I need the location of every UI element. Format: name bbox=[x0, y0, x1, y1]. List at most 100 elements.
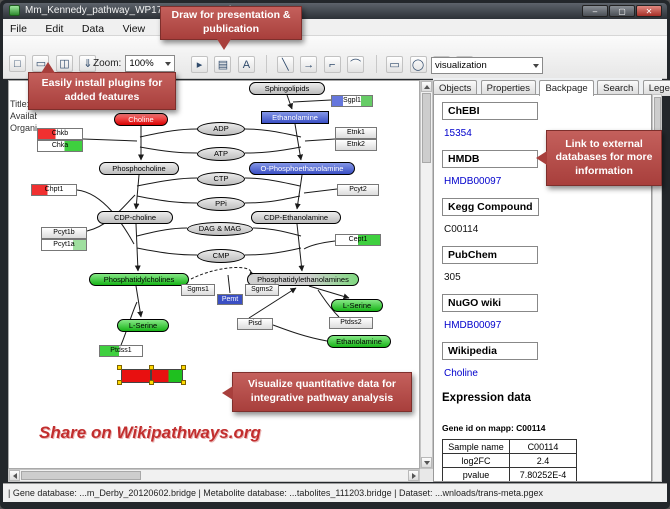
backpage-link-wikipedia[interactable]: Choline bbox=[444, 368, 478, 379]
callout-draw: Draw for presentation & publication bbox=[160, 6, 302, 50]
menu-data[interactable]: Data bbox=[81, 23, 105, 35]
backpage-value-pubchem: 305 bbox=[444, 272, 461, 283]
node-sphingolipids[interactable]: Sphingolipids bbox=[249, 82, 325, 95]
node-adp[interactable]: ADP bbox=[197, 122, 245, 136]
menu-file[interactable]: File bbox=[10, 23, 27, 35]
node-o-phosphoethanolamine[interactable]: O-Phosphoethanolamine bbox=[249, 162, 355, 175]
gene-id-line: Gene id on mapp: C00114 bbox=[442, 423, 546, 433]
rect-tool-icon[interactable]: ▭ bbox=[386, 55, 404, 73]
backpage-link-hmdb[interactable]: HMDB00097 bbox=[444, 176, 502, 187]
selection-handle[interactable] bbox=[149, 380, 154, 385]
close-button-icon[interactable]: ✕ bbox=[636, 5, 662, 17]
node-cdp-ethanolamine[interactable]: CDP-Ethanolamine bbox=[251, 211, 341, 224]
app-icon bbox=[9, 5, 20, 16]
gene-pcyt1a[interactable]: Pcyt1a bbox=[41, 239, 87, 251]
gene-ptdss1[interactable]: Ptdss1 bbox=[99, 345, 143, 357]
line-tool-icon[interactable]: ╲ bbox=[276, 55, 294, 73]
node-atp[interactable]: ATP bbox=[197, 147, 245, 161]
import-icon[interactable]: ⇓ bbox=[79, 55, 97, 73]
datanode-tool-icon[interactable]: ▤ bbox=[214, 55, 232, 73]
callout-pointer-icon bbox=[222, 386, 233, 400]
canvas-vertical-scrollbar[interactable] bbox=[420, 80, 433, 469]
title-bar: Mm_Kennedy_pathway_WP1771_45176.gpml – ▢… bbox=[3, 3, 667, 19]
scrollbar-thumb[interactable] bbox=[21, 471, 141, 480]
node-cdp-choline[interactable]: CDP-choline bbox=[97, 211, 173, 224]
node-phosphatidylcholines[interactable]: Phosphatidylcholines bbox=[89, 273, 189, 286]
tab-backpage[interactable]: Backpage bbox=[539, 80, 594, 96]
node-phosphocholine[interactable]: Phosphocholine bbox=[99, 162, 179, 175]
table-cell: Sample name bbox=[442, 439, 510, 454]
select-tool-icon[interactable]: ▸ bbox=[191, 55, 208, 73]
canvas-title-label: Title: bbox=[10, 99, 30, 109]
gene-pisd[interactable]: Pisd bbox=[237, 318, 273, 330]
ellipse-tool-icon[interactable]: ◯ bbox=[409, 55, 427, 73]
node-l-serine-left[interactable]: L-Serine bbox=[117, 319, 169, 332]
backpage-header-hmdb: HMDB bbox=[442, 150, 538, 168]
zoom-combobox[interactable]: 100% bbox=[125, 55, 176, 72]
curve-tool-icon[interactable]: ⌒ bbox=[347, 55, 365, 73]
share-annotation: Share on Wikipathways.org bbox=[39, 423, 261, 442]
maximize-button-icon[interactable]: ▢ bbox=[609, 5, 635, 17]
elbow-tool-icon[interactable]: ⌐ bbox=[323, 55, 341, 73]
scrollbar-thumb[interactable] bbox=[422, 93, 431, 163]
callout-pointer-icon bbox=[41, 62, 55, 73]
node-dag-mag[interactable]: DAG & MAG bbox=[187, 222, 253, 236]
backpage-value-kegg: C00114 bbox=[444, 224, 479, 235]
menu-bar: File Edit Data View Plugins Help bbox=[3, 19, 667, 36]
selection-handle[interactable] bbox=[117, 365, 122, 370]
canvas-horizontal-scrollbar[interactable] bbox=[8, 469, 420, 482]
scroll-left-icon[interactable] bbox=[12, 473, 17, 479]
gene-etnk1[interactable]: Etnk1 bbox=[335, 127, 377, 139]
save-file-icon[interactable]: ◫ bbox=[55, 55, 73, 73]
new-file-icon[interactable]: □ bbox=[9, 55, 26, 73]
selected-data-node[interactable] bbox=[121, 369, 151, 383]
arrow-tool-icon[interactable]: → bbox=[300, 55, 318, 73]
gene-pemt[interactable]: Pemt bbox=[217, 294, 243, 305]
gene-chka[interactable]: Chka bbox=[37, 140, 83, 152]
gene-chkb[interactable]: Chkb bbox=[37, 128, 83, 140]
zoom-label: Zoom: bbox=[93, 58, 122, 69]
backpage-link-nugo[interactable]: HMDB00097 bbox=[444, 320, 502, 331]
node-ethanolamine-top[interactable]: Ethanolamine bbox=[261, 111, 329, 124]
gene-sgpl1[interactable]: Sgpl1 bbox=[331, 95, 373, 107]
gene-ptdss2[interactable]: Ptdss2 bbox=[329, 317, 373, 329]
node-cmp[interactable]: CMP bbox=[197, 249, 245, 263]
selection-handle[interactable] bbox=[181, 365, 186, 370]
gene-chpt1[interactable]: Chpt1 bbox=[31, 184, 77, 196]
node-phosphatidylethanolamines[interactable]: Phosphatidylethanolamines bbox=[247, 273, 359, 286]
side-panel-tabs: Objects Properties Backpage Search Legen… bbox=[433, 78, 670, 96]
backpage-link-chebi[interactable]: 15354 bbox=[444, 128, 472, 139]
scroll-up-icon[interactable] bbox=[423, 85, 430, 89]
node-l-serine-right[interactable]: L-Serine bbox=[331, 299, 383, 312]
backpage-header-kegg: Kegg Compound bbox=[442, 198, 539, 216]
callout-visualize: Visualize quantitative data for integrat… bbox=[222, 372, 412, 412]
scroll-down-icon[interactable] bbox=[423, 461, 430, 465]
gene-etnk2[interactable]: Etnk2 bbox=[335, 139, 377, 151]
gene-pcyt2[interactable]: Pcyt2 bbox=[337, 184, 379, 196]
minimize-button-icon[interactable]: – bbox=[582, 5, 608, 17]
menu-view[interactable]: View bbox=[122, 23, 146, 35]
node-ppi[interactable]: PPi bbox=[197, 197, 245, 211]
gene-cept1[interactable]: Cept1 bbox=[335, 234, 381, 246]
tab-legend[interactable]: Legend bbox=[642, 80, 670, 96]
pathway-canvas[interactable]: Title: Available Organism Choline Phosph… bbox=[8, 80, 420, 469]
table-cell: 7.80252E-4 bbox=[509, 467, 577, 481]
node-ethanolamine-bottom[interactable]: Ethanolamine bbox=[327, 335, 391, 348]
menu-edit[interactable]: Edit bbox=[45, 23, 64, 35]
gene-sgms1[interactable]: Sgms1 bbox=[181, 284, 215, 296]
selected-data-node[interactable] bbox=[151, 369, 183, 383]
label-tool-icon[interactable]: A bbox=[237, 55, 255, 73]
selection-handle[interactable] bbox=[149, 365, 154, 370]
backpage-header-pubchem: PubChem bbox=[442, 246, 538, 264]
node-ctp[interactable]: CTP bbox=[197, 172, 245, 186]
gene-pcyt1b[interactable]: Pcyt1b bbox=[41, 227, 87, 239]
selection-handle[interactable] bbox=[117, 380, 122, 385]
expression-table: Sample name C00114 log2FC 2.4 pvalue 7.8… bbox=[442, 439, 577, 481]
scroll-right-icon[interactable] bbox=[411, 473, 416, 479]
visualization-combobox[interactable]: visualization bbox=[431, 57, 543, 74]
table-cell: C00114 bbox=[509, 439, 577, 454]
callout-pointer-icon bbox=[217, 39, 231, 50]
selection-handle[interactable] bbox=[181, 380, 186, 385]
gene-sgms2[interactable]: Sgms2 bbox=[245, 284, 279, 296]
node-choline[interactable]: Choline bbox=[114, 113, 168, 126]
